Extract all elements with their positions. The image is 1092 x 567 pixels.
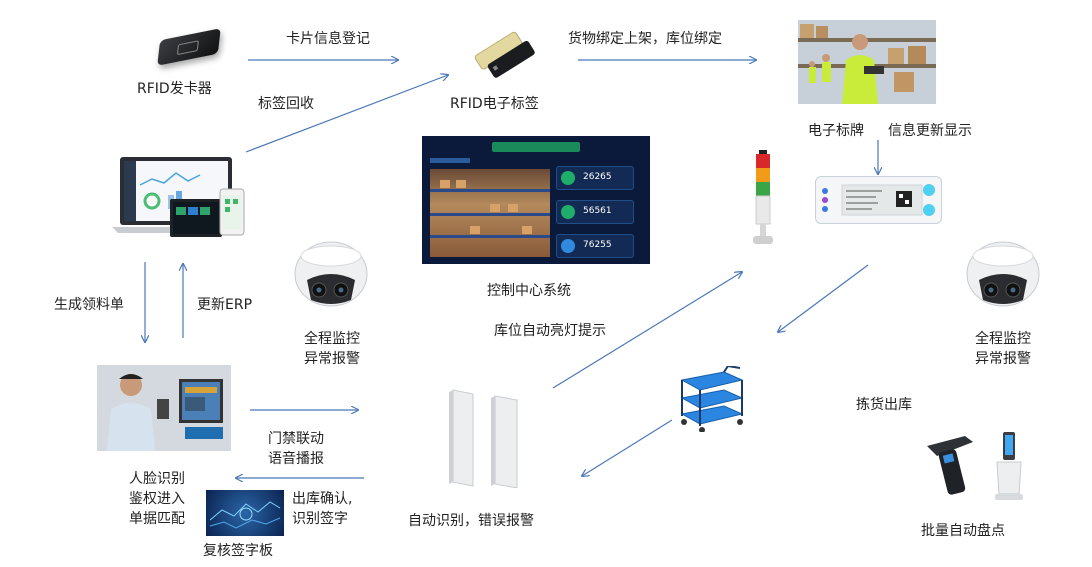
kpi-icon	[561, 205, 575, 219]
rfid-tag-image	[470, 22, 540, 88]
label-voice-broadcast: 语音播报	[268, 451, 324, 467]
kpi-icon	[561, 171, 575, 185]
arrow-elabel-to-cart	[778, 264, 869, 332]
dome-camera-icon	[293, 240, 369, 312]
label-e-label: 电子标牌	[808, 123, 864, 139]
label-sign-board: 复核签字板	[203, 543, 273, 559]
label-pick-out: 拣货出库	[856, 397, 912, 413]
label-camera-right-1: 全程监控	[975, 331, 1031, 347]
rfid-gate-image	[445, 388, 529, 489]
warehouse-worker-photo	[798, 20, 936, 104]
label-rfid-issuer: RFID发卡器	[137, 81, 212, 97]
dashboard-kpi-3: 76255	[556, 234, 634, 258]
dome-camera-icon	[965, 240, 1041, 312]
electronic-shelf-label-image	[815, 176, 942, 224]
label-control-center: 控制中心系统	[487, 283, 571, 299]
erp-devices-image	[112, 155, 247, 245]
label-inventory: 批量自动盘点	[921, 523, 1005, 539]
label-card-register: 卡片信息登记	[286, 31, 370, 47]
label-face-1: 人脸识别	[129, 471, 185, 487]
label-info-update: 信息更新显示	[888, 123, 972, 139]
dashboard-kpi-1: 26265	[556, 166, 634, 190]
face-recognition-photo	[97, 365, 231, 451]
warehouse-cart-icon	[676, 364, 746, 433]
label-bind-shelf: 货物绑定上架，库位绑定	[568, 31, 722, 47]
label-face-2: 鉴权进入	[129, 491, 185, 507]
rfid-reader-image	[157, 28, 224, 66]
kpi-icon	[561, 239, 575, 253]
label-camera-left-1: 全程监控	[304, 331, 360, 347]
control-center-dashboard: 26265 56561 76255	[422, 136, 650, 264]
signature-board-image	[206, 490, 284, 536]
dashboard-warehouse-view	[430, 169, 550, 257]
label-camera-left-2: 异常报警	[304, 351, 360, 367]
label-camera-right-2: 异常报警	[975, 351, 1031, 367]
arrow-gate-to-light	[552, 272, 742, 389]
label-out-confirm: 出库确认,	[292, 491, 353, 507]
signal-tower-light-icon	[752, 150, 774, 248]
label-gate: 自动识别，错误报警	[408, 513, 534, 529]
label-rfid-tag: RFID电子标签	[450, 96, 539, 112]
dashboard-kpi-2: 56561	[556, 200, 634, 224]
label-shelf-light: 库位自动亮灯提示	[494, 323, 606, 339]
arrow-erp-to-tag	[245, 75, 448, 153]
handheld-scanner-image	[925, 432, 1027, 502]
label-gen-material: 生成领料单	[54, 297, 124, 313]
label-door-link: 门禁联动	[268, 431, 324, 447]
label-face-3: 单据匹配	[129, 511, 185, 527]
label-sign-identify: 识别签字	[292, 511, 348, 527]
label-tag-recycle: 标签回收	[258, 96, 314, 112]
label-update-erp: 更新ERP	[197, 297, 253, 313]
arrow-cart-to-gate	[582, 419, 673, 476]
